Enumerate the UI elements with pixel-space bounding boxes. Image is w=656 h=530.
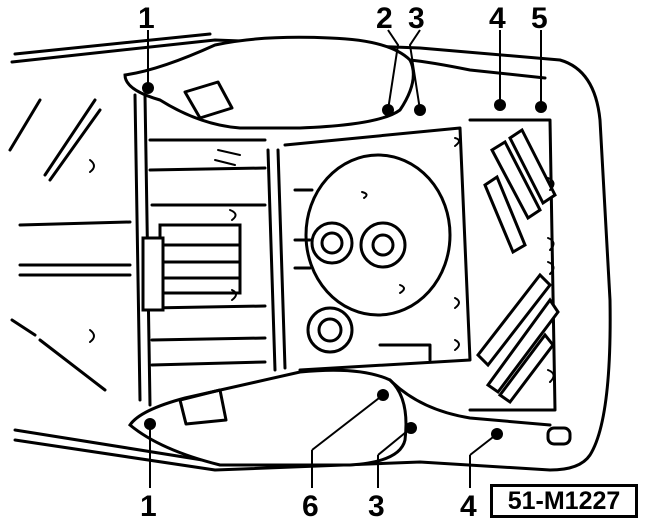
callout-2-top: 2 [376,2,393,35]
body-outline [10,32,612,472]
callout-1-top: 1 [138,2,155,35]
callout-markers [142,29,547,488]
upper-sill-panel [123,35,547,130]
figure-id-label: 51-M1227 [490,484,638,518]
callout-6-bottom: 6 [302,490,319,523]
rear-floor-pan [454,118,572,446]
cross-members [141,138,267,367]
front-floor-pan [8,93,287,407]
callout-3-bottom: 3 [368,490,385,523]
callout-1-bottom: 1 [140,490,157,523]
callout-5-top: 5 [531,2,548,35]
callout-4-top: 4 [489,2,506,35]
spare-wheel-well [283,126,472,372]
callout-3-top: 3 [408,2,425,35]
lower-sill-panel [128,368,552,467]
callout-4-bottom: 4 [460,490,477,523]
